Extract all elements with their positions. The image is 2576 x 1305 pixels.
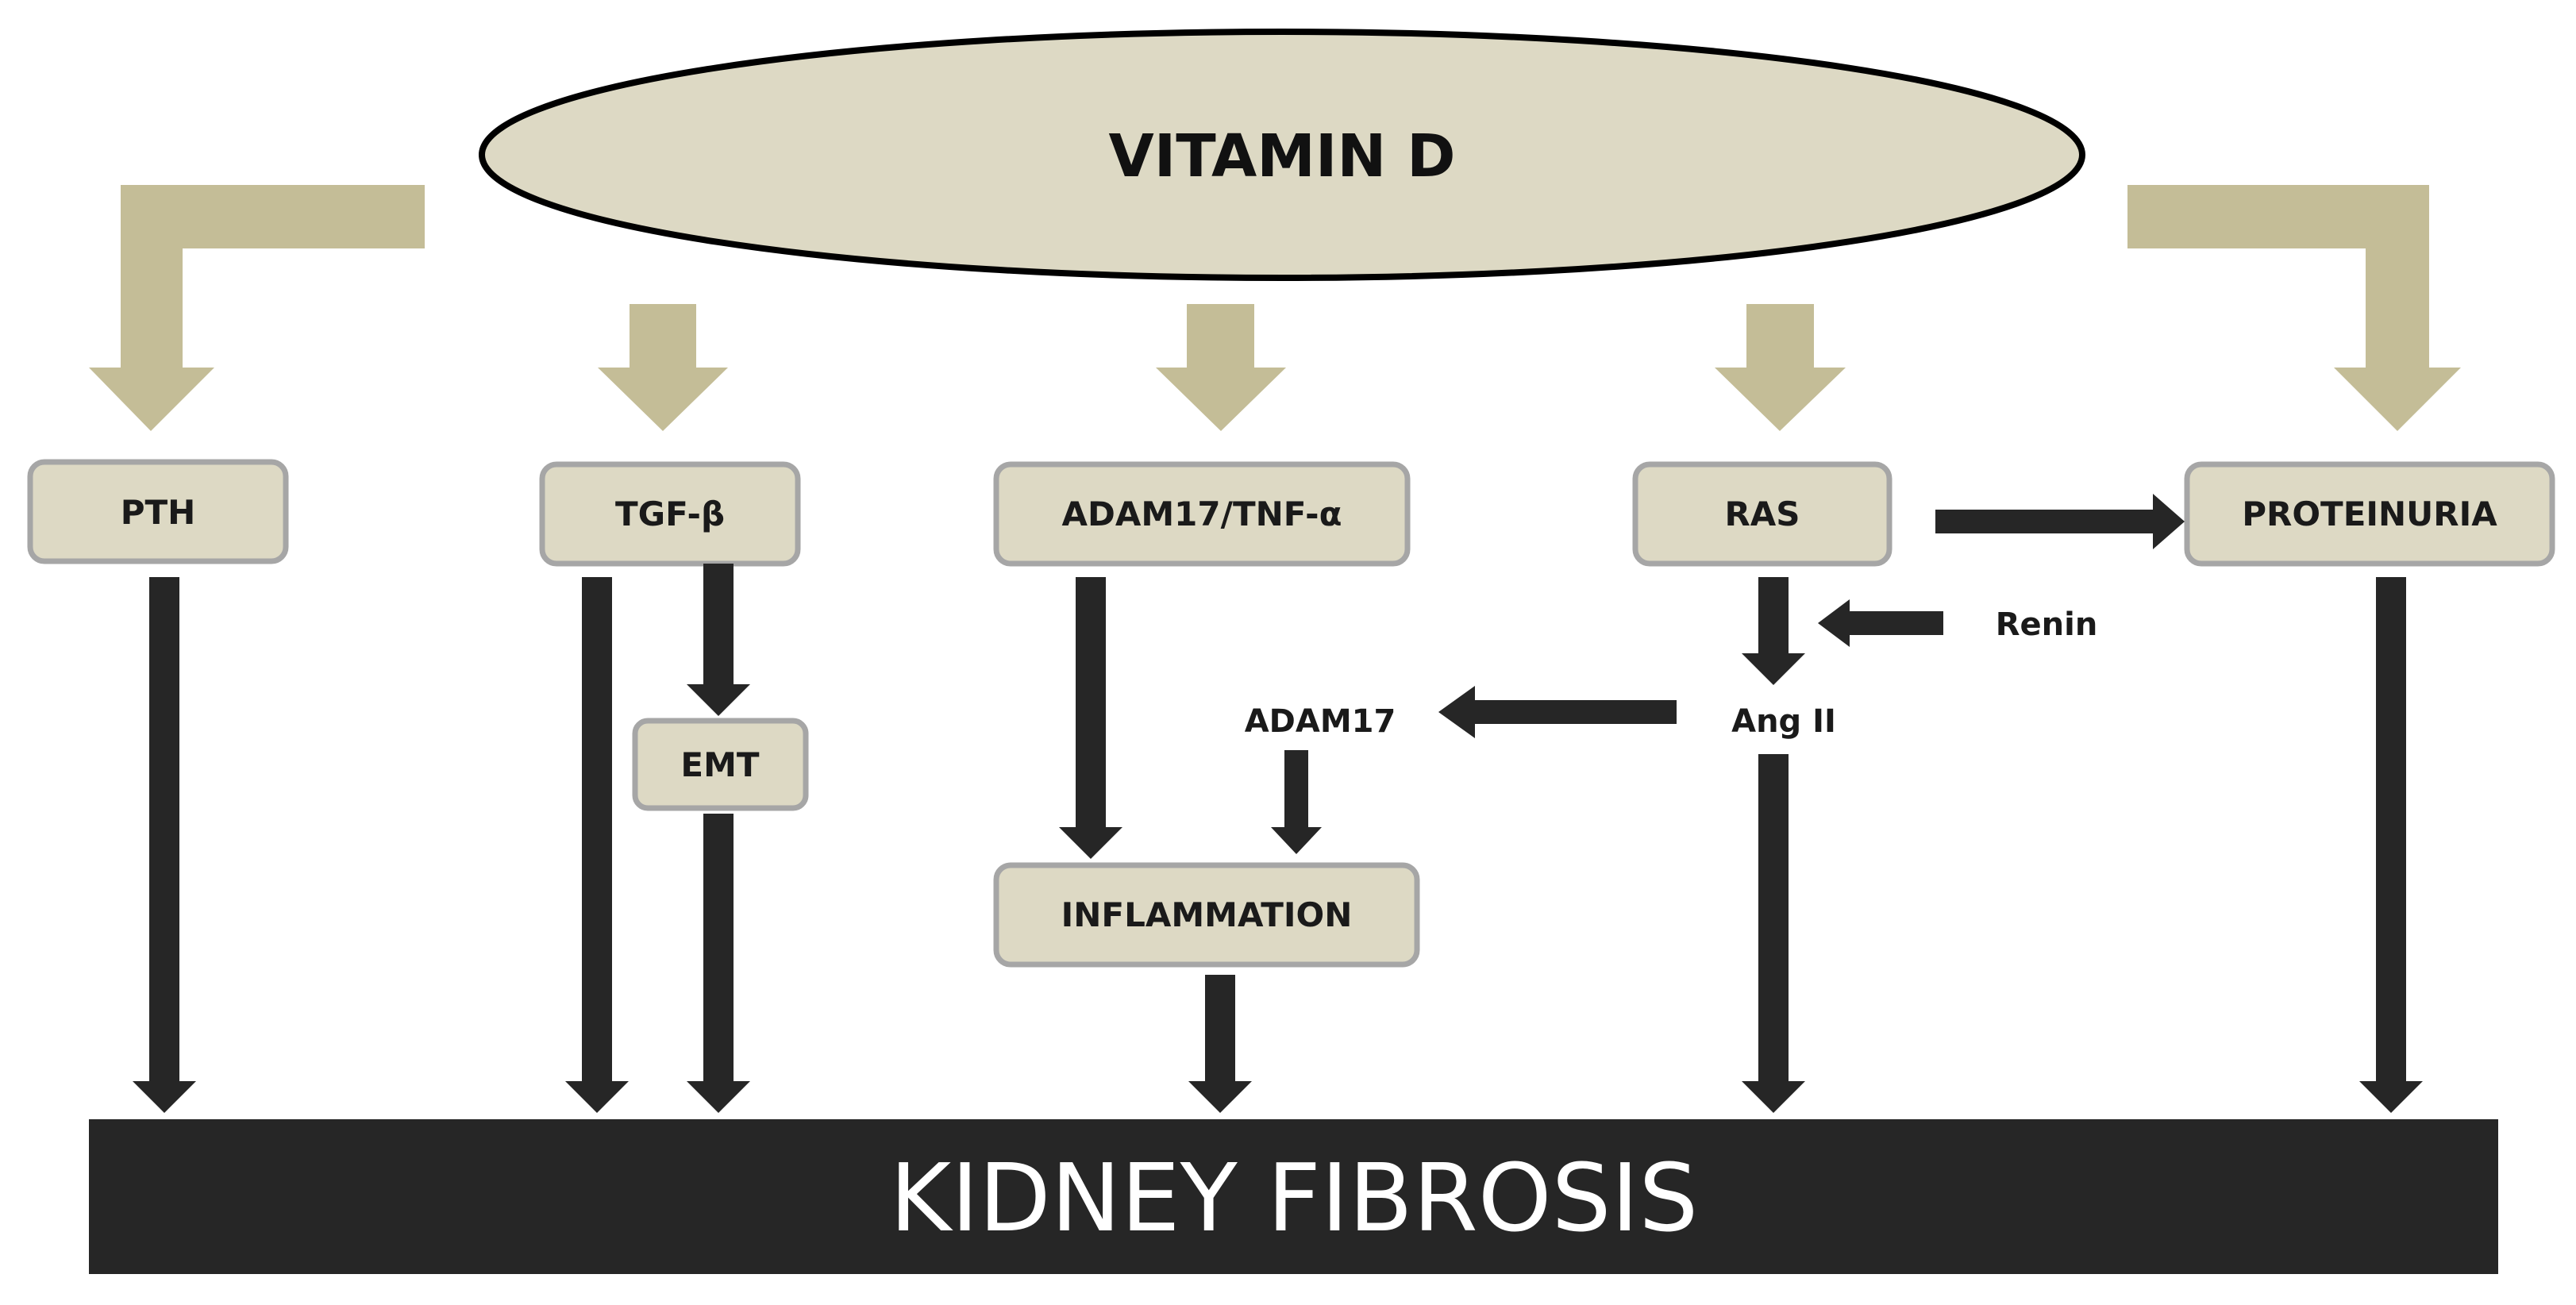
- arrow-emt-to-fibrosis: [687, 814, 750, 1113]
- ras-box: [1632, 461, 1893, 567]
- dark-arrows: [133, 494, 2423, 1113]
- vitamin-d-ellipse: [479, 29, 2085, 281]
- node-boxes: [27, 459, 2555, 968]
- beige-arrow-tgf: [598, 304, 728, 431]
- emt-label: EMT: [680, 745, 759, 784]
- inflammation-box: [993, 862, 1420, 968]
- pth-label: PTH: [121, 493, 196, 532]
- emt-box: [632, 718, 809, 811]
- beige-elbow-arrow-pth: [89, 185, 425, 431]
- arrow-renin-to-ras: [1818, 599, 1943, 647]
- proteinuria-label: PROTEINURIA: [2242, 495, 2497, 533]
- arrow-proteinuria-to-fibrosis: [2359, 577, 2423, 1113]
- arrow-ras-to-ang-ii: [1742, 577, 1805, 685]
- vitamin-d-inhibition-arrows: [89, 185, 2461, 431]
- tgf-beta-box: [539, 461, 801, 567]
- pth-box: [27, 459, 289, 564]
- ras-label: RAS: [1724, 495, 1800, 533]
- kidney-fibrosis-bar: [89, 1119, 2498, 1274]
- arrow-pth-to-fibrosis: [133, 577, 196, 1113]
- renin-label: Renin: [1996, 606, 2098, 643]
- tgf-beta-label: TGF-β: [615, 495, 725, 533]
- arrow-tgf-to-emt: [687, 564, 750, 716]
- beige-arrow-adam17: [1156, 304, 1286, 431]
- adam17-tnf-label: ADAM17/TNF-α: [1062, 495, 1342, 533]
- adam17-label: ADAM17: [1245, 703, 1396, 740]
- arrow-ang-ii-to-fibrosis: [1742, 754, 1805, 1113]
- beige-elbow-arrow-proteinuria: [2127, 185, 2461, 431]
- beige-arrow-ras: [1715, 304, 1846, 431]
- arrow-adam17-to-inflammation: [1271, 750, 1322, 854]
- arrow-ang-ii-to-adam17: [1438, 686, 1677, 738]
- kidney-fibrosis-label: KIDNEY FIBROSIS: [890, 1143, 1699, 1253]
- arrow-inflammation-to-fibrosis: [1188, 975, 1252, 1113]
- adam17-tnf-box: [993, 461, 1411, 567]
- arrow-adam17tnf-to-inflammation: [1059, 577, 1122, 859]
- arrow-ras-to-proteinuria: [1935, 494, 2185, 549]
- ang-ii-label: Ang II: [1731, 703, 1836, 740]
- inflammation-label: INFLAMMATION: [1061, 895, 1353, 934]
- vitamin-d-title: VITAMIN D: [1108, 122, 1455, 191]
- arrow-tgf-to-fibrosis: [565, 577, 629, 1113]
- proteinuria-box: [2184, 461, 2555, 567]
